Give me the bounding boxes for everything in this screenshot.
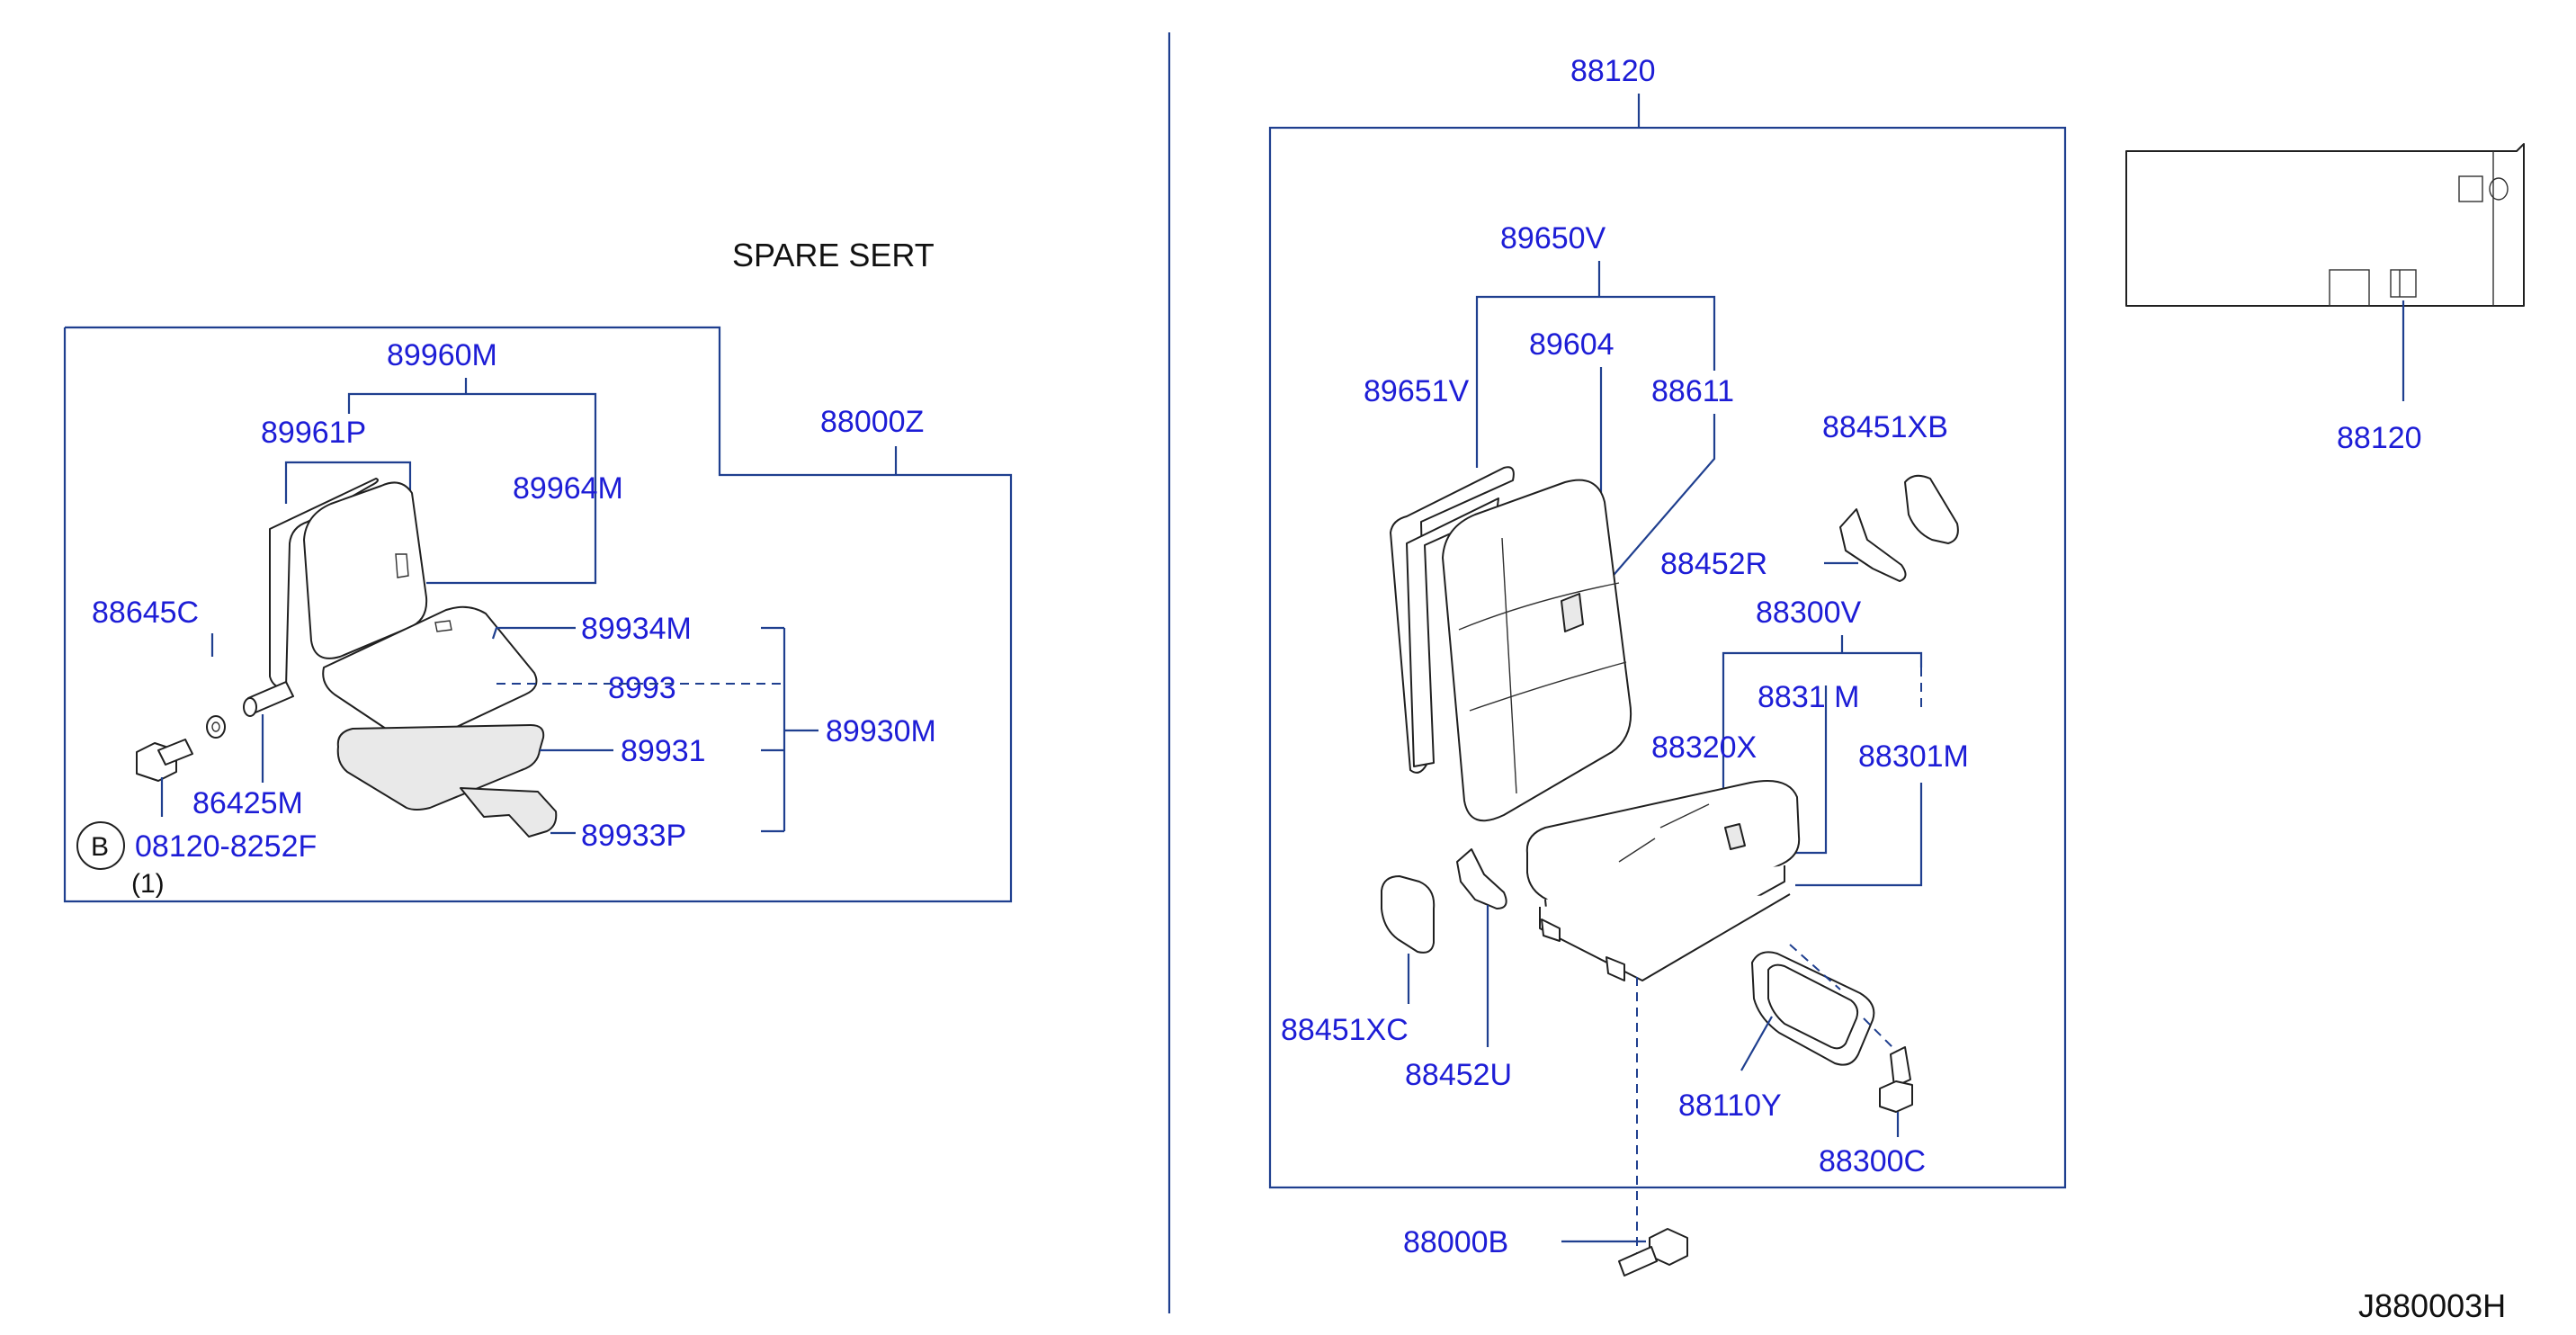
bolt-quantity: (1) xyxy=(131,869,165,899)
bracket-88300v xyxy=(1722,651,1923,792)
part-88645c[interactable]: 88645C xyxy=(92,596,199,630)
part-88120-inset[interactable]: 88120 xyxy=(2337,421,2422,455)
svg-text:B: B xyxy=(91,832,109,862)
leader-88110y xyxy=(1740,1016,1773,1071)
part-88120-main[interactable]: 88120 xyxy=(1570,54,1656,88)
leader-88611 xyxy=(1573,414,1716,622)
part-88451xc[interactable]: 88451XC xyxy=(1281,1013,1409,1047)
part-88301m[interactable]: 88301M xyxy=(1858,739,1969,774)
part-88000z[interactable]: 88000Z xyxy=(820,405,924,439)
vehicle-inset xyxy=(2125,143,2525,307)
part-89650v[interactable]: 89650V xyxy=(1500,221,1606,255)
part-86425m[interactable]: 86425M xyxy=(192,786,303,820)
dashed-88110y xyxy=(1789,944,1841,990)
part-88300c[interactable]: 88300C xyxy=(1819,1144,1926,1178)
part-88000b-drawing xyxy=(1618,1228,1688,1277)
part-88451xb-drawing xyxy=(1904,474,1959,544)
leader-89934m xyxy=(491,626,576,640)
part-89961p[interactable]: 89961P xyxy=(261,416,366,450)
part-89933-partial[interactable]: 8993 xyxy=(608,671,676,705)
part-89934m[interactable]: 89934M xyxy=(581,612,692,646)
pin-drawing xyxy=(243,681,294,717)
part-88452u[interactable]: 88452U xyxy=(1405,1058,1512,1092)
bolt-drawing xyxy=(136,739,193,782)
part-88110y[interactable]: 88110Y xyxy=(1678,1089,1782,1123)
part-89960m[interactable]: 89960M xyxy=(387,338,497,372)
part-88452u-drawing xyxy=(1456,848,1507,909)
leader-88301m xyxy=(1795,783,1923,887)
part-89964m[interactable]: 89964M xyxy=(513,471,623,506)
diagram-code: J880003H xyxy=(2358,1287,2506,1324)
main-cushion-drawing xyxy=(1525,780,1801,981)
part-88611[interactable]: 88611 xyxy=(1651,374,1734,408)
group-frame-88120 xyxy=(1268,126,2067,1189)
part-88451xb[interactable]: 88451XB xyxy=(1822,410,1948,444)
part-89930m[interactable]: 89930M xyxy=(826,714,936,748)
part-88110y-drawing xyxy=(1751,951,1875,1066)
dashed-88110y-2 xyxy=(1863,1017,1899,1053)
main-seatback-drawing xyxy=(1390,466,1632,822)
part-88320x[interactable]: 88320X xyxy=(1651,730,1757,765)
part-88000b[interactable]: 88000B xyxy=(1403,1225,1508,1259)
washer-drawing xyxy=(206,715,226,739)
spare-seat-heading: SPARE SERT xyxy=(732,237,935,273)
part-88451xc-drawing xyxy=(1381,875,1436,954)
part-88300c-drawing xyxy=(1879,1046,1913,1113)
part-8831m-partial[interactable]: 8831 M xyxy=(1758,680,1859,714)
circle-b-marker: B xyxy=(76,821,125,870)
bracket-89960m xyxy=(347,392,597,585)
part-08120-8252f[interactable]: 08120-8252F xyxy=(135,829,317,864)
part-89651v[interactable]: 89651V xyxy=(1364,374,1470,408)
part-89931[interactable]: 89931 xyxy=(621,734,706,768)
part-88452r[interactable]: 88452R xyxy=(1660,547,1767,581)
part-88452r-drawing xyxy=(1839,508,1907,582)
part-88300v[interactable]: 88300V xyxy=(1756,596,1862,630)
spare-cushion-drawing xyxy=(322,605,558,838)
bracket-89650v xyxy=(1475,295,1716,468)
group-frame-88000z xyxy=(63,326,1013,903)
part-89604[interactable]: 89604 xyxy=(1529,327,1614,362)
spare-seatback-drawing xyxy=(269,478,428,689)
part-89933p[interactable]: 89933P xyxy=(581,819,686,853)
